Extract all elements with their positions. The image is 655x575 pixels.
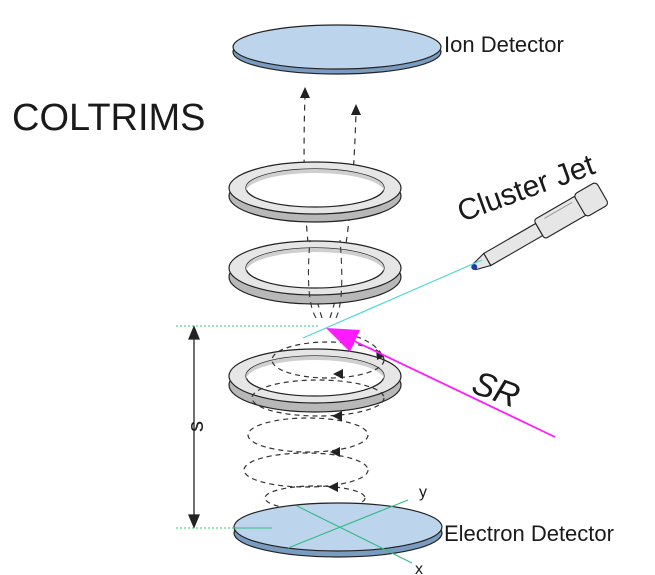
ion-trajectories-inner [307,239,343,319]
axis-y-label: y [419,484,427,501]
ion-trajectories [303,94,357,319]
ion-detector-label: Ion Detector [444,32,564,57]
ion-detector [232,24,442,75]
electron-detector-label: Electron Detector [444,521,614,546]
distance-label: s [183,421,208,432]
cluster-jet-nozzle [471,182,609,271]
cluster-jet-beam [302,259,483,339]
electrode-ring-upper-2 [228,240,402,305]
sr-arrowhead [326,328,360,352]
ion-arrowhead-right [351,104,361,115]
title-label: COLTRIMS [12,97,206,139]
sr-beam [349,338,556,438]
ion-detector-face [232,24,442,70]
electrode-ring-upper-1 [228,161,402,223]
detector-axes [232,499,413,564]
electron-detector [233,502,443,558]
distance-marker [188,325,200,529]
electrode-ring-lower [228,348,402,413]
electron-detector-face [233,502,443,552]
sr-label: SR [467,364,524,416]
axis-x-label: x [415,561,423,575]
ion-arrowhead-left [300,87,310,98]
